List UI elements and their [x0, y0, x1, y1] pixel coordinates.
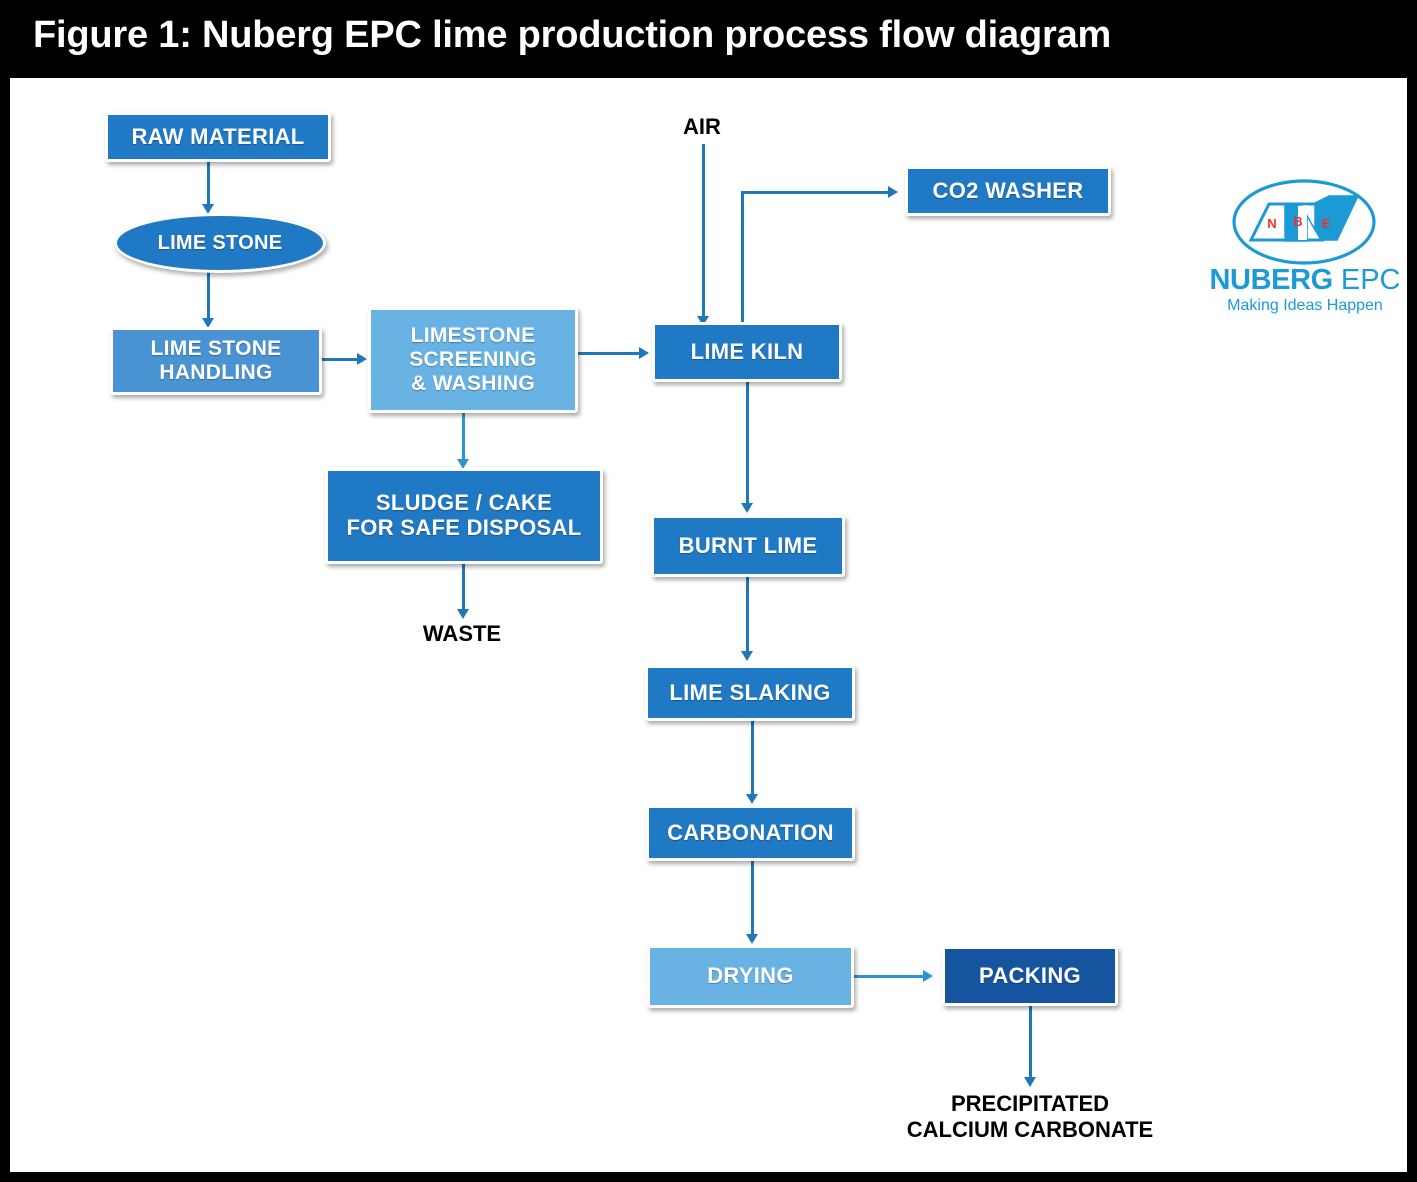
edge-packing-to-product — [1029, 1006, 1032, 1080]
node-lime-stone[interactable]: LIME STONE — [114, 213, 326, 273]
edge-screening-to-sludge — [462, 413, 465, 461]
page-title: Figure 1: Nuberg EPC lime production pro… — [33, 14, 1112, 56]
logo-wordmark-bold: NUBERG — [1209, 264, 1334, 296]
edge-drying-to-packing — [854, 975, 926, 978]
label-waste: WASTE — [422, 621, 502, 646]
node-drying[interactable]: DRYING — [647, 945, 854, 1008]
edge-lime-slaking-to-carbonation — [751, 721, 754, 797]
edge-lime-kiln-to-co2-washer-run — [741, 191, 891, 194]
node-burnt-lime[interactable]: BURNT LIME — [651, 515, 845, 577]
edge-lime-stone-to-handling-arrowhead — [202, 318, 214, 328]
edge-handling-to-screening-arrowhead — [357, 353, 367, 365]
svg-text:N: N — [1267, 216, 1276, 231]
svg-text:B: B — [1293, 214, 1302, 229]
edge-lime-kiln-to-co2-washer-riser — [741, 191, 744, 322]
edge-sludge-to-waste — [462, 564, 465, 612]
node-lime-stone-handling[interactable]: LIME STONE HANDLING — [110, 327, 322, 395]
node-packing[interactable]: PACKING — [942, 946, 1118, 1006]
edge-air-to-lime-kiln-arrowhead — [697, 316, 709, 326]
svg-text:E: E — [1322, 216, 1331, 231]
edge-screening-to-lime-kiln — [578, 352, 642, 355]
edge-packing-to-product-arrowhead — [1024, 1077, 1036, 1087]
node-carbonation[interactable]: CARBONATION — [646, 805, 855, 861]
diagram-surface: RAW MATERIAL LIME STONE LIME STONE HANDL… — [10, 78, 1407, 1172]
edge-lime-kiln-to-co2-washer-arrowhead — [888, 186, 898, 198]
edge-lime-slaking-to-carbonation-arrowhead — [746, 794, 758, 804]
edge-lime-stone-to-handling — [207, 263, 210, 321]
edge-burnt-lime-to-lime-slaking — [746, 577, 749, 653]
node-raw-material[interactable]: RAW MATERIAL — [105, 112, 331, 162]
edge-air-to-lime-kiln — [702, 144, 705, 322]
edge-sludge-to-waste-arrowhead — [457, 609, 469, 619]
logo-tagline: Making Ideas Happen — [1227, 297, 1383, 314]
node-lime-slaking[interactable]: LIME SLAKING — [645, 665, 855, 721]
node-co2-washer[interactable]: CO2 WASHER — [905, 166, 1111, 216]
nuberg-epc-logo: N B E NUBERG EPC Making Ideas Happen — [1205, 178, 1405, 323]
node-lime-kiln[interactable]: LIME KILN — [652, 322, 842, 382]
edge-raw-material-to-lime-stone — [207, 162, 210, 206]
edge-raw-material-to-lime-stone-arrowhead — [202, 204, 214, 214]
logo-wordmark: NUBERG EPC — [1205, 264, 1405, 297]
nuberg-logo-mark-icon: N B E — [1232, 179, 1376, 265]
edge-carbonation-to-drying — [751, 861, 754, 937]
edge-burnt-lime-to-lime-slaking-arrowhead — [741, 651, 753, 661]
edge-lime-kiln-to-burnt-lime — [746, 382, 749, 505]
label-air: AIR — [683, 114, 721, 139]
label-precipitated-calcium-carbonate: PRECIPITATED CALCIUM CARBONATE — [906, 1091, 1154, 1143]
edge-drying-to-packing-arrowhead — [923, 970, 933, 982]
figure-title-bar: Figure 1: Nuberg EPC lime production pro… — [0, 0, 1417, 78]
edge-handling-to-screening — [322, 358, 360, 361]
logo-wordmark-light: EPC — [1332, 264, 1401, 296]
node-limestone-screening-and-washing[interactable]: LIMESTONE SCREENING & WASHING — [368, 307, 578, 413]
edge-screening-to-sludge-arrowhead — [457, 459, 469, 469]
node-sludge-cake-for-safe-disposal[interactable]: SLUDGE / CAKE FOR SAFE DISPOSAL — [325, 468, 603, 564]
edge-carbonation-to-drying-arrowhead — [746, 934, 758, 944]
edge-lime-kiln-to-burnt-lime-arrowhead — [741, 503, 753, 513]
edge-screening-to-lime-kiln-arrowhead — [639, 347, 649, 359]
